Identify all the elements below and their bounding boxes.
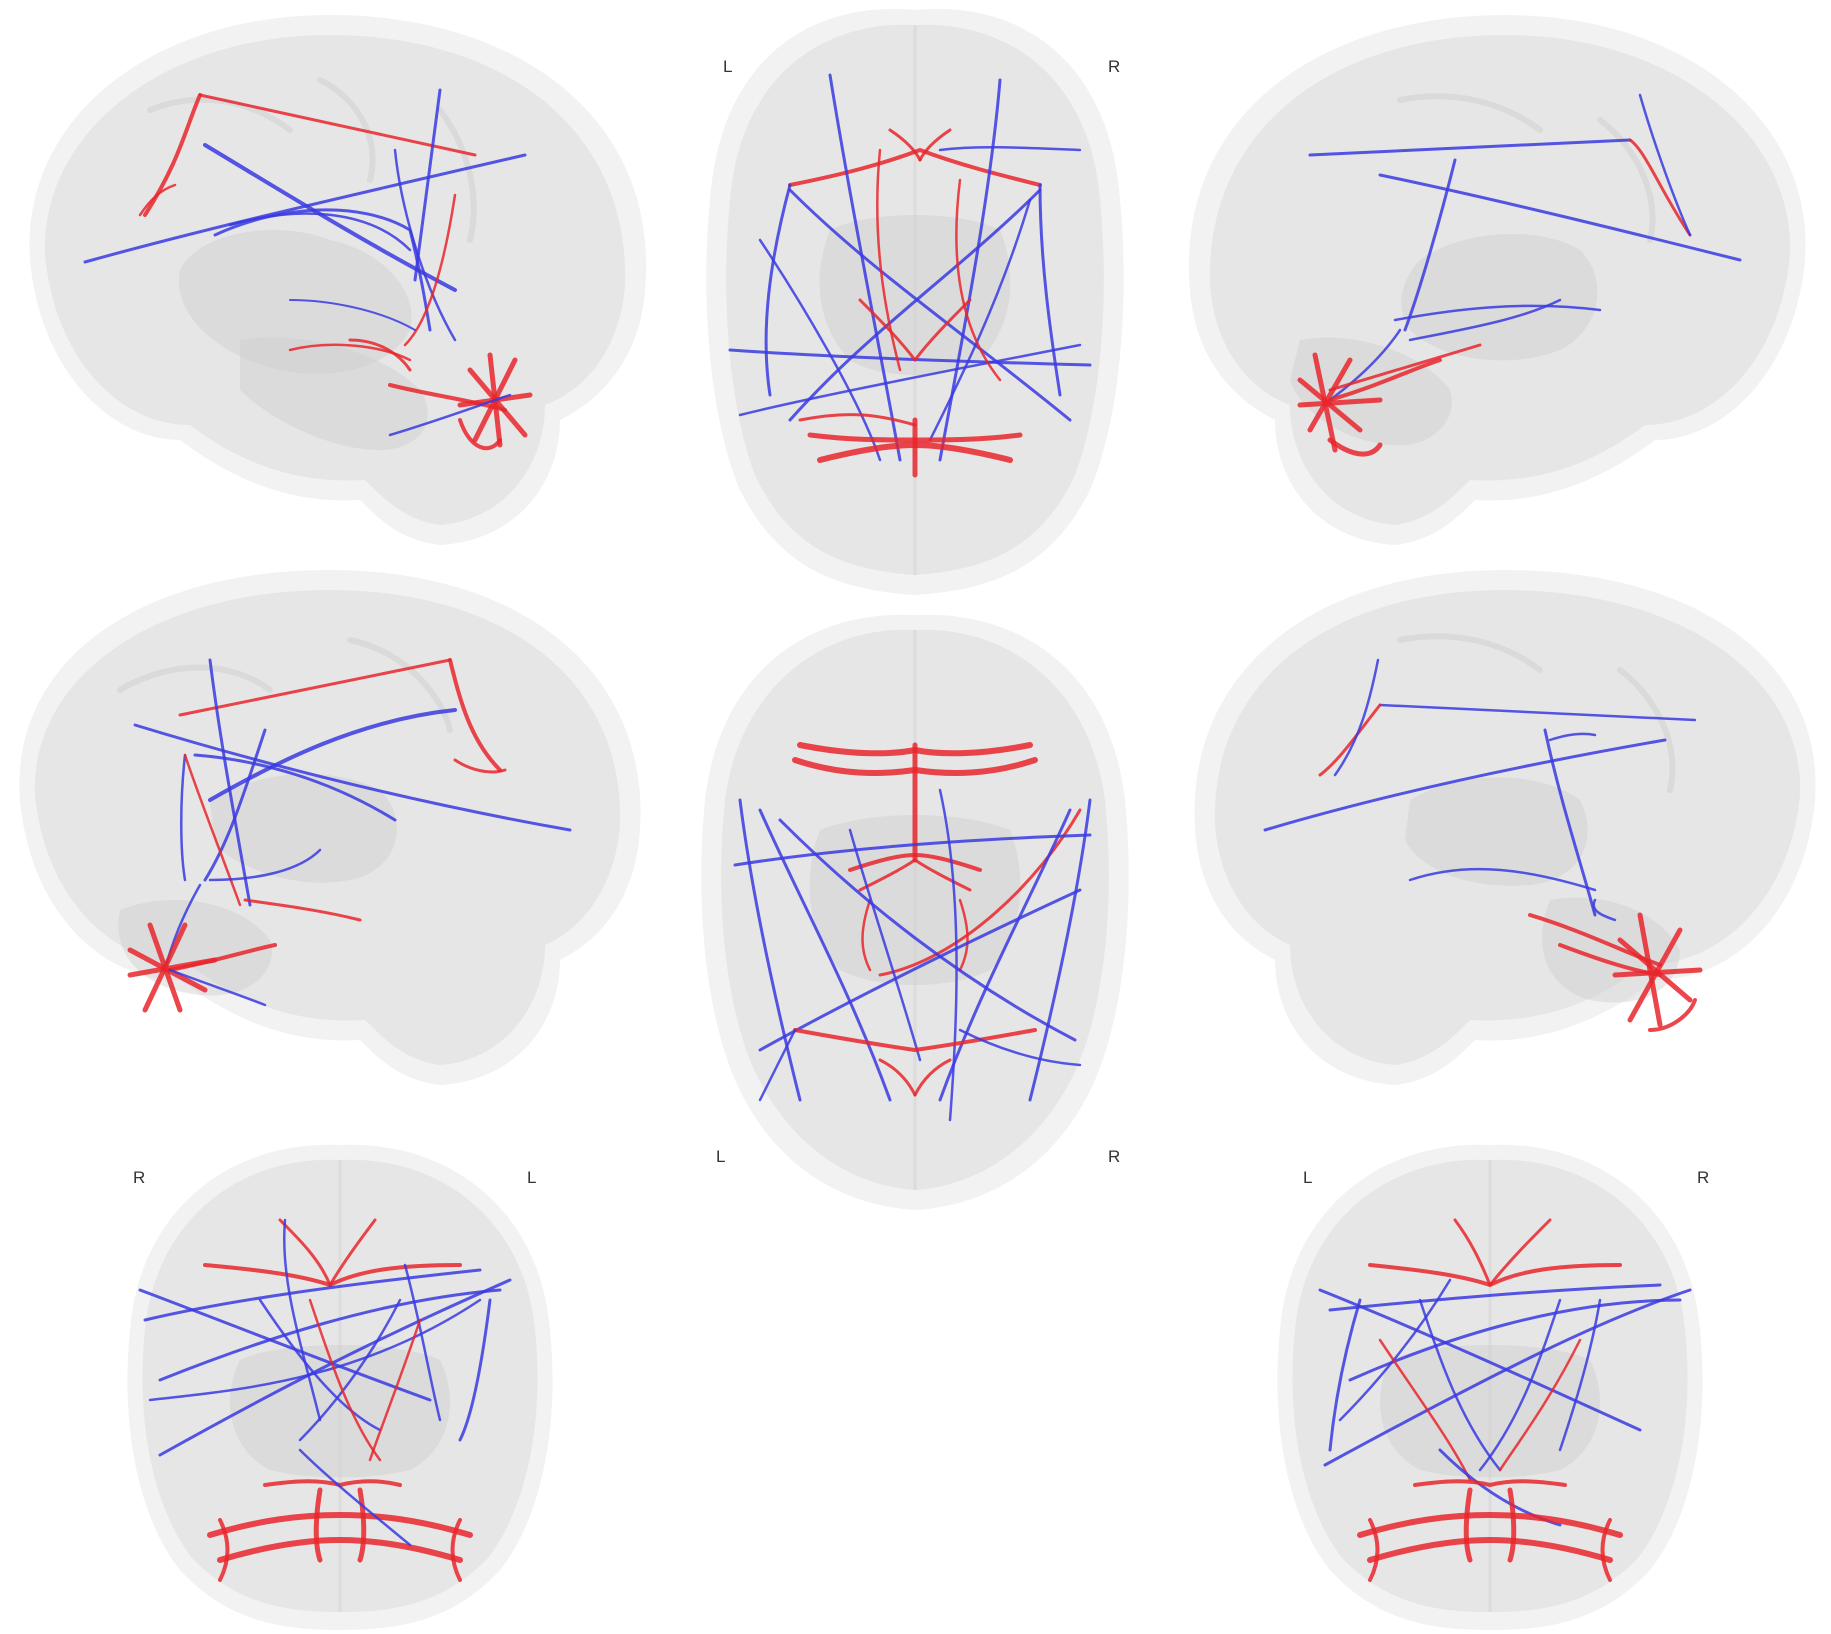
- coronal-right-right-label: R: [1697, 1168, 1709, 1187]
- coronal-view-right: L R: [1277, 1144, 1709, 1630]
- coronal-left-right-label: L: [527, 1168, 536, 1187]
- axial-top-left-label: L: [723, 57, 732, 76]
- coronal-view-left: R L: [127, 1144, 553, 1630]
- sagittal-view-left-hemisphere-top: [29, 15, 647, 545]
- sagittal-view-left-hemisphere-middle: [19, 570, 641, 1085]
- axial-view-top: L R: [706, 8, 1124, 595]
- axial-top-edges: [728, 73, 1092, 478]
- sagittal-view-right-hemisphere-top: [1188, 15, 1806, 545]
- coronal-right-left-label: L: [1303, 1168, 1312, 1187]
- coronal-left-left-label: R: [133, 1168, 145, 1187]
- sagittal-middle-right-edges: [1263, 658, 1703, 1032]
- axial-view-bottom: L R: [701, 614, 1129, 1210]
- coronal-left-edges: [138, 1218, 512, 1582]
- axial-bottom-edges: [733, 742, 1092, 1122]
- sagittal-middle-left-edges: [127, 658, 572, 1013]
- sagittal-top-right-edges: [1297, 93, 1742, 457]
- sagittal-view-right-hemisphere-middle: [1194, 570, 1816, 1085]
- coronal-right-edges: [1318, 1218, 1692, 1582]
- axial-bottom-left-label: L: [716, 1147, 725, 1166]
- axial-bottom-right-label: R: [1108, 1147, 1120, 1166]
- sagittal-top-left-edges: [83, 88, 533, 451]
- axial-top-right-label: R: [1108, 57, 1120, 76]
